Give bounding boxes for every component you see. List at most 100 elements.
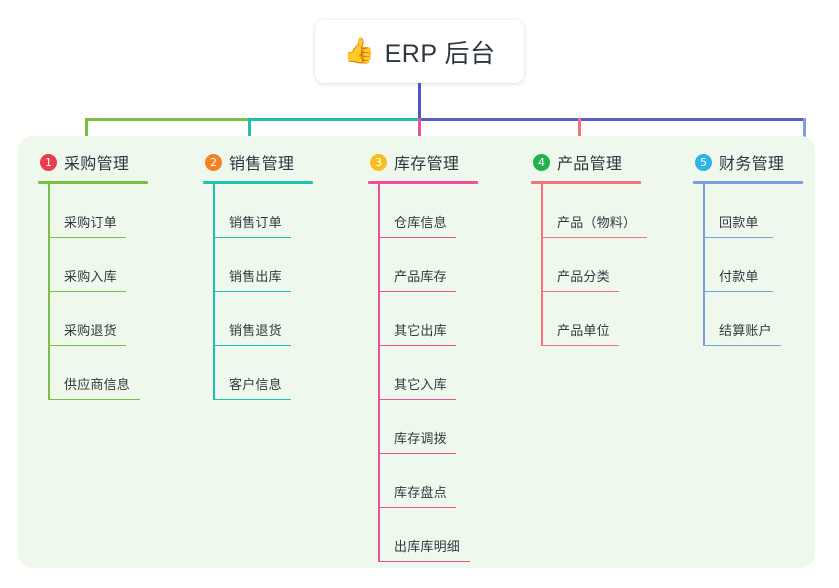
branch-item-rule <box>213 290 291 292</box>
branch-item-label: 出库库明细 <box>394 539 461 554</box>
branch-badge-3: 3 <box>370 153 387 171</box>
root-node-label: ERP 后台 <box>384 39 496 68</box>
branch-item-label: 库存调拨 <box>394 431 447 446</box>
branch-items-5: 回款单付款单结算账户 <box>693 184 815 346</box>
branch-items-3: 仓库信息产品库存其它出库其它入库库存调拨库存盘点出库库明细 <box>368 184 518 562</box>
branch-item-rule <box>703 290 773 292</box>
branch-4[interactable]: 4 产品管理产品（物料） 产品分类产品单位 <box>531 150 681 346</box>
branch-3[interactable]: 3 库存管理仓库信息产品库存其它出库其它入库库存调拨库存盘点出库库明细 <box>368 150 518 562</box>
diagram-panel: 1 采购管理采购订单采购入库采购退货供应商信息 2 销售管理销售订单销售出库销售退货客… <box>18 136 815 568</box>
branch-item[interactable]: 库存调拨 <box>368 400 518 454</box>
branch-item-label: 采购退货 <box>64 323 117 338</box>
branch-trunk-4 <box>541 184 543 346</box>
branch-item-label: 付款单 <box>719 269 759 284</box>
branch-item-label: 产品单位 <box>557 323 610 338</box>
branch-item-label: 客户信息 <box>229 377 282 392</box>
branch-item-rule <box>703 344 781 346</box>
branch-item[interactable]: 销售订单 <box>203 184 353 238</box>
branch-item-label: 其它出库 <box>394 323 447 338</box>
branch-item[interactable]: 其它入库 <box>368 346 518 400</box>
branch-item-rule <box>48 236 126 238</box>
branch-item-rule <box>541 236 647 238</box>
branch-trunk-1 <box>48 184 50 400</box>
branch-5[interactable]: 5 财务管理回款单付款单结算账户 <box>693 150 815 346</box>
branch-title-5: 财务管理 <box>719 156 785 173</box>
branch-item[interactable]: 产品库存 <box>368 238 518 292</box>
branch-item-rule <box>378 560 470 562</box>
branch-rule-4 <box>531 181 641 184</box>
branch-item-label: 供应商信息 <box>64 377 131 392</box>
branch-item[interactable]: 产品（物料） <box>531 184 681 238</box>
root-node-content: 👍 ERP 后台 <box>343 34 495 70</box>
branch-badge-5: 5 <box>695 153 712 171</box>
branch-header-3[interactable]: 3 库存管理 <box>368 150 518 174</box>
branch-item-label: 产品库存 <box>394 269 447 284</box>
branch-1[interactable]: 1 采购管理采购订单采购入库采购退货供应商信息 <box>38 150 188 400</box>
branch-header-4[interactable]: 4 产品管理 <box>531 150 681 174</box>
branch-trunk-2 <box>213 184 215 400</box>
branch-item[interactable]: 采购入库 <box>38 238 188 292</box>
branch-header-2[interactable]: 2 销售管理 <box>203 150 353 174</box>
branch-item-rule <box>378 290 456 292</box>
branch-item-rule <box>213 344 291 346</box>
branch-item-rule <box>378 344 456 346</box>
branch-items-1: 采购订单采购入库采购退货供应商信息 <box>38 184 188 400</box>
branch-item-label: 销售出库 <box>229 269 282 284</box>
branch-item[interactable]: 仓库信息 <box>368 184 518 238</box>
branch-item[interactable]: 销售出库 <box>203 238 353 292</box>
branch-item-label: 库存盘点 <box>394 485 447 500</box>
branch-item[interactable]: 其它出库 <box>368 292 518 346</box>
branch-trunk-3 <box>378 184 380 562</box>
branch-item-rule <box>378 236 456 238</box>
branch-item[interactable]: 采购订单 <box>38 184 188 238</box>
branch-item-rule <box>378 506 456 508</box>
branch-items-2: 销售订单销售出库销售退货客户信息 <box>203 184 353 400</box>
branch-item-rule <box>378 398 456 400</box>
branch-trunk-5 <box>703 184 705 346</box>
branch-item[interactable]: 采购退货 <box>38 292 188 346</box>
branch-item-rule <box>378 452 456 454</box>
branch-item-label: 产品（物料） <box>557 215 637 230</box>
branch-rule-1 <box>38 181 148 184</box>
branch-title-4: 产品管理 <box>557 156 623 173</box>
branch-item[interactable]: 付款单 <box>693 238 815 292</box>
branch-2[interactable]: 2 销售管理销售订单销售出库销售退货客户信息 <box>203 150 353 400</box>
branch-item-label: 采购入库 <box>64 269 117 284</box>
branch-item[interactable]: 产品单位 <box>531 292 681 346</box>
branch-title-2: 销售管理 <box>229 156 295 173</box>
branch-header-1[interactable]: 1 采购管理 <box>38 150 188 174</box>
branch-badge-2: 2 <box>205 153 222 171</box>
branch-rule-3 <box>368 181 478 184</box>
branch-item[interactable]: 供应商信息 <box>38 346 188 400</box>
branch-item-rule <box>48 344 126 346</box>
branch-item-rule <box>48 290 126 292</box>
branch-item[interactable]: 结算账户 <box>693 292 815 346</box>
branch-item-rule <box>213 236 291 238</box>
branch-title-3: 库存管理 <box>394 156 460 173</box>
branch-item-label: 销售退货 <box>229 323 282 338</box>
branch-rule-5 <box>693 181 803 184</box>
branch-badge-1: 1 <box>40 153 57 171</box>
branch-header-5[interactable]: 5 财务管理 <box>693 150 815 174</box>
branch-item-label: 回款单 <box>719 215 759 230</box>
thumbs-up-icon: 👍 <box>343 37 375 65</box>
branch-item-label: 产品分类 <box>557 269 610 284</box>
branch-item[interactable]: 客户信息 <box>203 346 353 400</box>
branch-item-rule <box>213 398 291 400</box>
branch-item-label: 采购订单 <box>64 215 117 230</box>
branch-item[interactable]: 库存盘点 <box>368 454 518 508</box>
branch-item[interactable]: 产品分类 <box>531 238 681 292</box>
branch-item[interactable]: 回款单 <box>693 184 815 238</box>
branch-title-1: 采购管理 <box>64 156 130 173</box>
root-node[interactable]: 👍 ERP 后台 <box>315 20 524 83</box>
branch-items-4: 产品（物料） 产品分类产品单位 <box>531 184 681 346</box>
branch-badge-4: 4 <box>533 153 550 171</box>
branch-item-label: 结算账户 <box>719 323 772 338</box>
branch-item-rule <box>48 398 140 400</box>
branch-rule-2 <box>203 181 313 184</box>
branch-item-label: 其它入库 <box>394 377 447 392</box>
branch-item-label: 仓库信息 <box>394 215 447 230</box>
branch-item[interactable]: 销售退货 <box>203 292 353 346</box>
branch-item[interactable]: 出库库明细 <box>368 508 518 562</box>
branch-item-rule <box>541 290 619 292</box>
